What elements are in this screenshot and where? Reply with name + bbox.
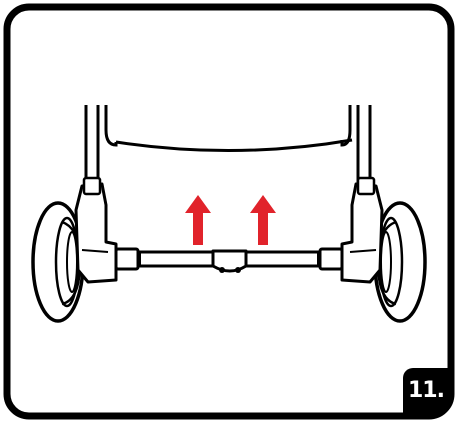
step-number-label: 11. [408, 378, 445, 403]
brake-pedal [211, 249, 248, 273]
left-up-arrow-icon [185, 195, 211, 245]
right-wheel-housing [340, 176, 384, 284]
left-wheel-housing [74, 176, 118, 284]
step-number-badge: 11. [403, 368, 449, 414]
right-frame-tube [340, 105, 372, 188]
right-wheel [373, 201, 427, 323]
right-up-arrow-icon [250, 195, 276, 245]
left-frame-tube [84, 105, 118, 188]
seat-bottom [115, 138, 353, 152]
frame-border [3, 3, 455, 420]
